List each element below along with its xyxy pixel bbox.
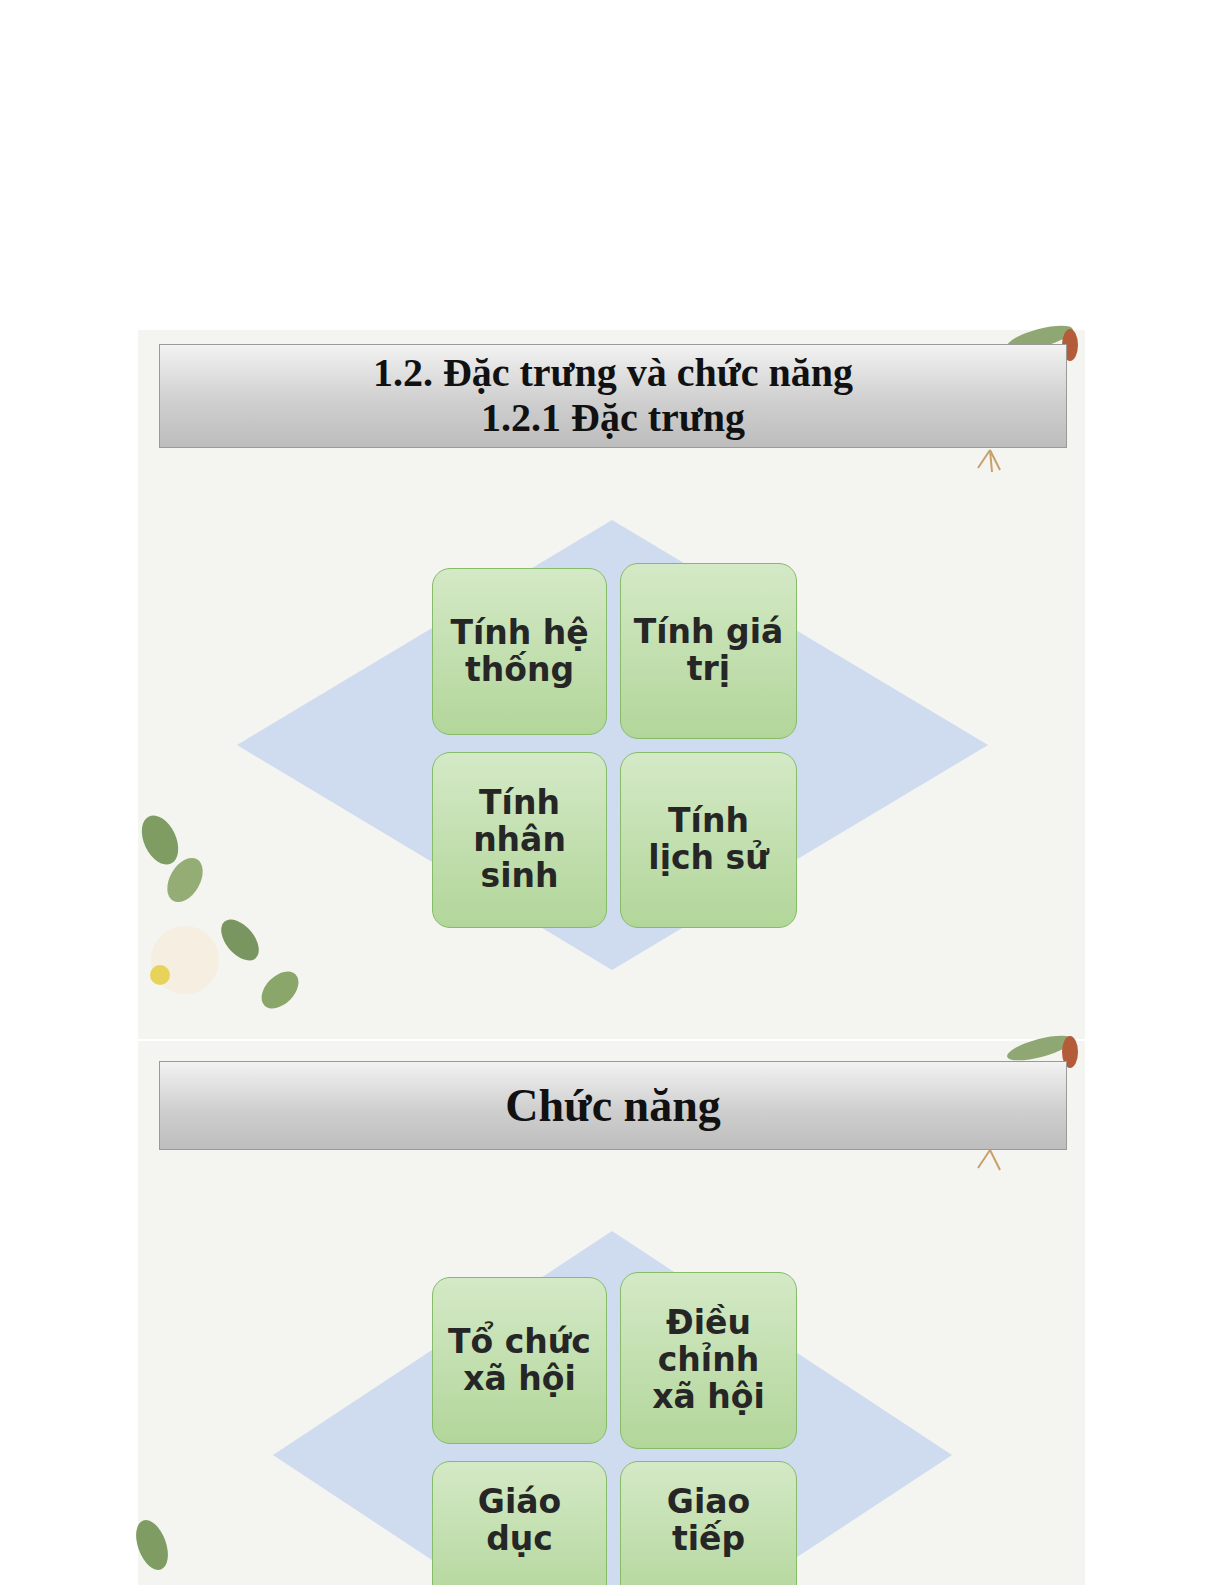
box-label: Tính lịch sử [631,803,786,877]
box-label: Tính hệ thống [443,615,596,689]
header-band: 1.2. Đặc trưng và chức năng1.2.1 Đặc trư… [159,344,1067,448]
header-text: 1.2.1 Đặc trưng [481,396,745,441]
feature-box: Tính nhân sinh [432,752,607,928]
function-box: Tổ chức xã hội [432,1277,607,1444]
slide-panel [138,330,1085,1039]
header-text: 1.2. Đặc trưng và chức năng [373,351,853,396]
diamond-backdrop [237,520,988,970]
function-box: Giao tiếp [620,1461,797,1585]
feature-box: Tính hệ thống [432,568,607,735]
box-label: Giao tiếp [631,1484,786,1558]
box-label: Tính giá trị [631,614,786,688]
function-box: Giáo dục [432,1461,607,1585]
function-box: Điều chỉnh xã hội [620,1272,797,1449]
feature-box: Tính lịch sử [620,752,797,928]
header-text: Chức năng [505,1080,721,1132]
header-band: Chức năng [159,1061,1067,1150]
box-label: Tính nhân sinh [443,785,596,896]
box-label: Điều chỉnh xã hội [631,1305,786,1416]
feature-box: Tính giá trị [620,563,797,739]
box-label: Tổ chức xã hội [443,1324,596,1398]
flower-decoration [130,321,1078,1575]
diamond-backdrop [273,1231,952,1585]
box-label: Giáo dục [443,1484,596,1558]
